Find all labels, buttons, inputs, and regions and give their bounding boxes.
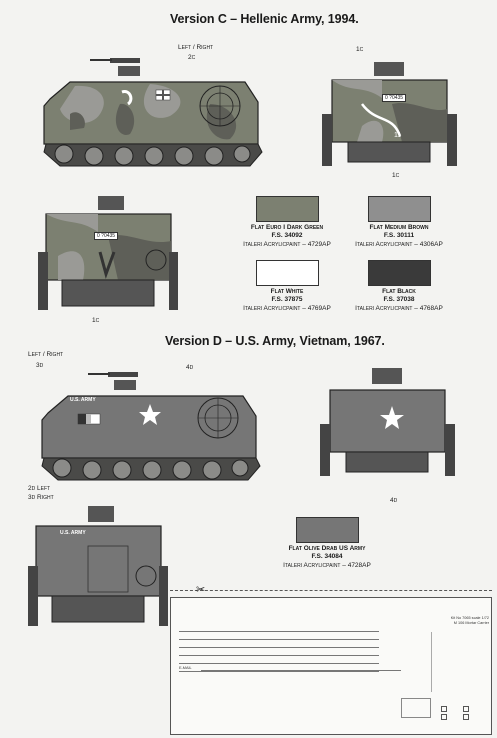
color-acr: Italeri Acrylicpaint – 4769AP <box>243 304 331 312</box>
color-name: Flat Medium Brown <box>369 224 429 231</box>
version-c-front-view <box>38 196 178 310</box>
callout-2c: 2c <box>188 54 196 61</box>
color-acr: Italeri Acrylicpaint – 4768AP <box>355 304 443 312</box>
label-white: Flat White F.S. 37875 Italeri Acrylicpai… <box>222 288 352 313</box>
color-fs: F.S. 37875 <box>271 296 303 304</box>
version-d-side-view <box>41 372 261 481</box>
version-d-title: Version D – U.S. Army, Vietnam, 1967. <box>165 334 385 348</box>
kit-line-1: Kit No 7065 scale 1/72 <box>450 616 489 620</box>
version-c-side-view <box>43 58 263 167</box>
label-medium-brown: Flat Medium Brown F.S. 30111 Italeri Acr… <box>334 224 464 249</box>
version-d-rear-view <box>320 368 455 476</box>
color-name: Flat White <box>270 288 304 295</box>
checkbox-3[interactable] <box>463 706 469 712</box>
color-fs: F.S. 34084 <box>311 553 343 561</box>
form-right-column <box>431 632 487 692</box>
label-olive-drab: Flat Olive Drab US Army F.S. 34084 Itale… <box>262 545 392 570</box>
scissors-icon: ✂ <box>196 584 206 596</box>
color-name: Flat Olive Drab US Army <box>288 545 366 552</box>
color-name: Flat Black <box>382 288 416 295</box>
plate-front-c: 0 ?0435 <box>94 232 119 240</box>
callout-4d-front: 4d <box>390 497 398 504</box>
callout-1c-top: 1c <box>356 46 364 53</box>
callout-1c-bottom: 1c <box>392 172 400 179</box>
chip-medium-brown <box>368 196 431 222</box>
version-d-front-view <box>28 506 168 626</box>
plate-rear-c: 0 ?0435 <box>382 94 407 102</box>
callout-4d-side: 4d <box>186 364 194 371</box>
email-label: E-MAIL <box>179 666 192 670</box>
checkbox-4[interactable] <box>463 714 469 720</box>
callout-left-right-c: Left / Right <box>178 44 214 51</box>
form-lines <box>179 624 379 672</box>
number-11: 11 <box>394 132 402 139</box>
callout-1c-front: 1c <box>92 317 100 324</box>
checkbox-2[interactable] <box>441 714 447 720</box>
callout-3d-right: 3d Right <box>28 494 54 501</box>
chip-white <box>256 260 319 286</box>
version-c-title: Version C – Hellenic Army, 1994. <box>170 12 359 26</box>
order-form: E-MAIL Kit No 7065 scale 1/72 M 106 Mort… <box>170 597 492 735</box>
chip-dark-green <box>256 196 319 222</box>
chip-black <box>368 260 431 286</box>
callout-3d: 3d <box>36 362 44 369</box>
version-c-rear-view <box>322 62 457 166</box>
kit-line-2: M 106 Mortar Carrier <box>453 621 489 625</box>
email-field[interactable] <box>201 670 401 671</box>
logo-box <box>401 698 431 718</box>
cut-line <box>170 590 492 591</box>
color-acr: Italeri Acrylicpaint – 4729AP <box>243 240 331 248</box>
hull-marking-d: U.S. ARMY <box>70 397 96 403</box>
color-name: Flat Euro I Dark Green <box>250 224 324 231</box>
front-marking-d: U.S. ARMY <box>60 530 86 536</box>
color-fs: F.S. 30111 <box>383 232 415 240</box>
callout-left-right-d: Left / Right <box>28 351 64 358</box>
callout-2d-left: 2d Left <box>28 485 51 492</box>
label-black: Flat Black F.S. 37038 Italeri Acrylicpai… <box>334 288 464 313</box>
color-fs: F.S. 37038 <box>383 296 415 304</box>
color-acr: Italeri Acrylicpaint – 4728AP <box>283 561 371 569</box>
color-fs: F.S. 34092 <box>271 232 303 240</box>
label-dark-green: Flat Euro I Dark Green F.S. 34092 Italer… <box>222 224 352 249</box>
checkbox-1[interactable] <box>441 706 447 712</box>
color-acr: Italeri Acrylicpaint – 4306AP <box>355 240 443 248</box>
chip-olive-drab <box>296 517 359 543</box>
